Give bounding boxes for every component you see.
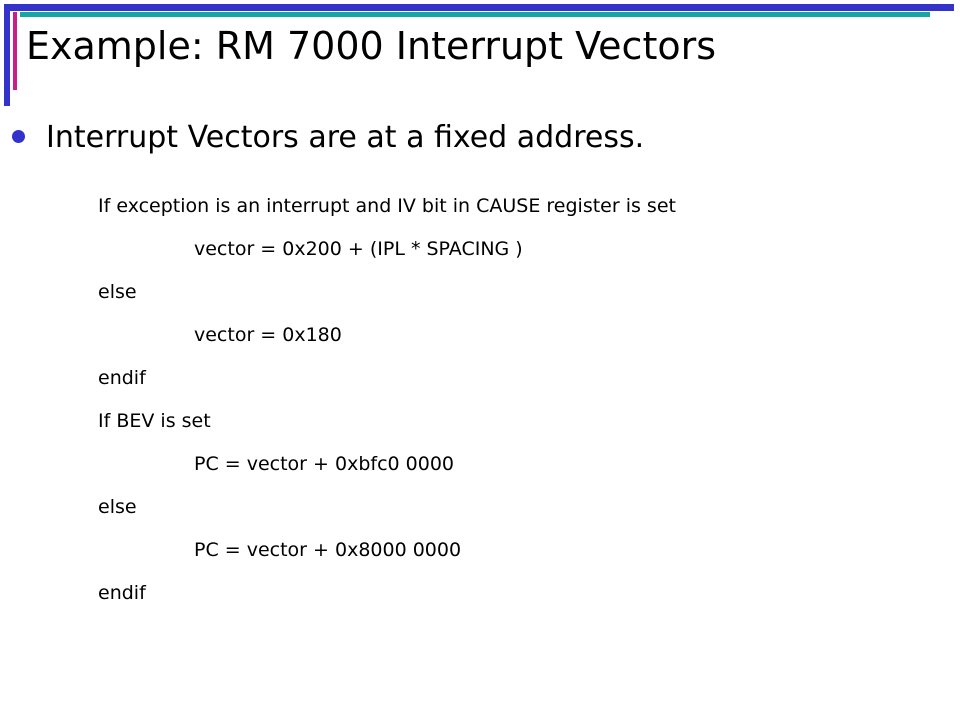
code-line-pc-normal: PC = vector + 0x8000 0000	[194, 539, 462, 561]
code-line-pc-bev: PC = vector + 0xbfc0 0000	[194, 453, 454, 475]
top-frame-bar-teal	[20, 12, 930, 17]
code-line-vector-default: vector = 0x180	[194, 324, 342, 346]
code-line-else-2: else	[98, 496, 137, 518]
code-line-condition-bev: If BEV is set	[98, 410, 211, 432]
left-frame-bar-magenta	[13, 12, 17, 90]
code-line-else-1: else	[98, 281, 137, 303]
slide-title: Example: RM 7000 Interrupt Vectors	[26, 24, 717, 68]
code-line-endif-2: endif	[98, 582, 146, 604]
bullet-text: Interrupt Vectors are at a fixed address…	[46, 120, 645, 155]
top-frame-bar-blue	[4, 4, 954, 11]
code-line-condition-iv: If exception is an interrupt and IV bit …	[98, 195, 676, 217]
code-line-vector-iv: vector = 0x200 + (IPL * SPACING )	[194, 238, 523, 260]
code-line-endif-1: endif	[98, 367, 146, 389]
bullet-icon	[12, 130, 25, 143]
left-frame-bar-blue	[4, 4, 10, 106]
